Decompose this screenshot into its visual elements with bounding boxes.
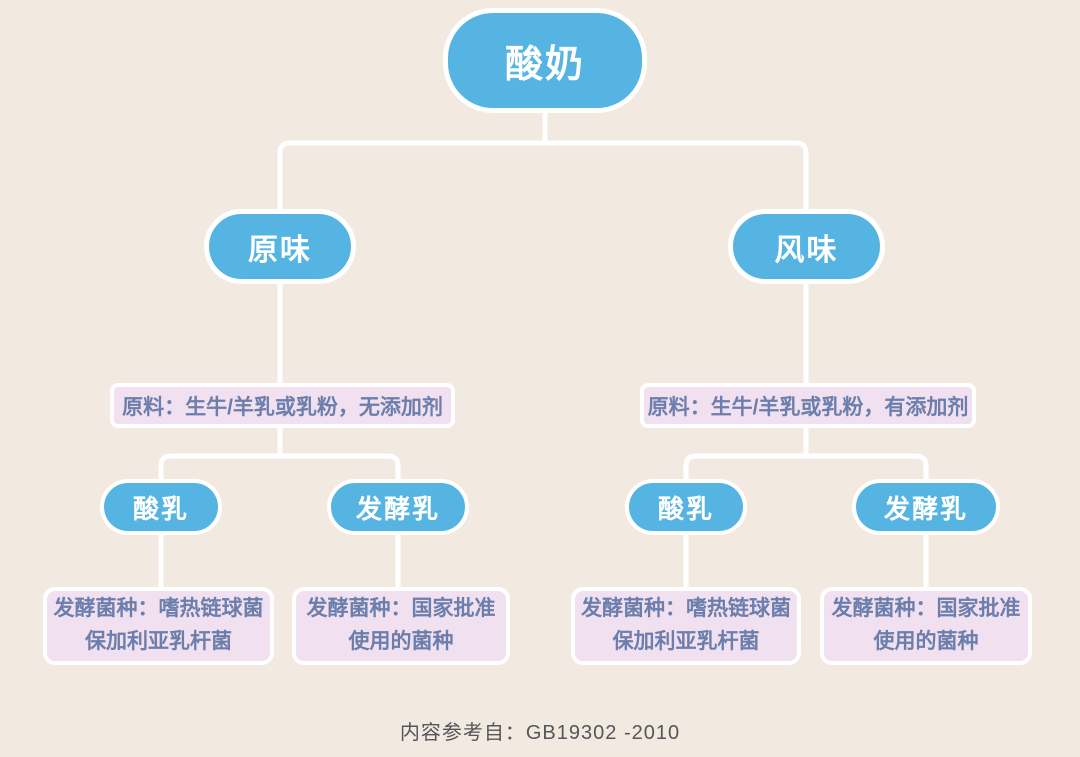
label-strain-flavored-suanru: 发酵菌种：嗜热链球菌 保加利亚乳杆菌 [571, 587, 801, 665]
label-material-flavored: 原料：生牛/羊乳或乳粉，有添加剂 [640, 383, 976, 428]
strain-line: 保加利亚乳杆菌 [85, 630, 232, 653]
node-type-flavored-fajiaoru: 发酵乳 [852, 479, 1000, 535]
label-strain-flavored-fajiaoru: 发酵菌种：国家批准 使用的菌种 [820, 587, 1032, 665]
node-type-flavored-suanru: 酸乳 [625, 479, 747, 535]
label-strain-original-suanru: 发酵菌种：嗜热链球菌 保加利亚乳杆菌 [43, 587, 274, 665]
connector-split-right-bracket [683, 453, 929, 485]
strain-line: 发酵菌种：嗜热链球菌 [53, 597, 264, 621]
node-type-original-fajiaoru: 发酵乳 [327, 479, 469, 535]
node-type-original-suanru: 酸乳 [100, 479, 222, 535]
reference-note: 内容参考自：GB19302 -2010 [399, 722, 681, 744]
node-root-yogurt: 酸奶 [443, 8, 647, 113]
strain-line: 发酵菌种：国家批准 [306, 597, 496, 621]
connector-split-left-bracket [158, 453, 401, 485]
label-strain-original-fajiaoru: 发酵菌种：国家批准 使用的菌种 [292, 587, 510, 665]
label-material-original: 原料：生牛/羊乳或乳粉，无添加剂 [110, 383, 455, 428]
strain-line: 使用的菌种 [873, 630, 979, 653]
strain-line: 保加利亚乳杆菌 [612, 630, 760, 653]
strain-line: 使用的菌种 [348, 630, 454, 653]
strain-line: 发酵菌种：国家批准 [831, 597, 1021, 621]
node-flavor-flavored: 风味 [728, 209, 885, 284]
node-flavor-original: 原味 [204, 209, 356, 284]
strain-line: 发酵菌种：嗜热链球菌 [581, 597, 791, 621]
connector-level1-bracket [277, 140, 809, 214]
